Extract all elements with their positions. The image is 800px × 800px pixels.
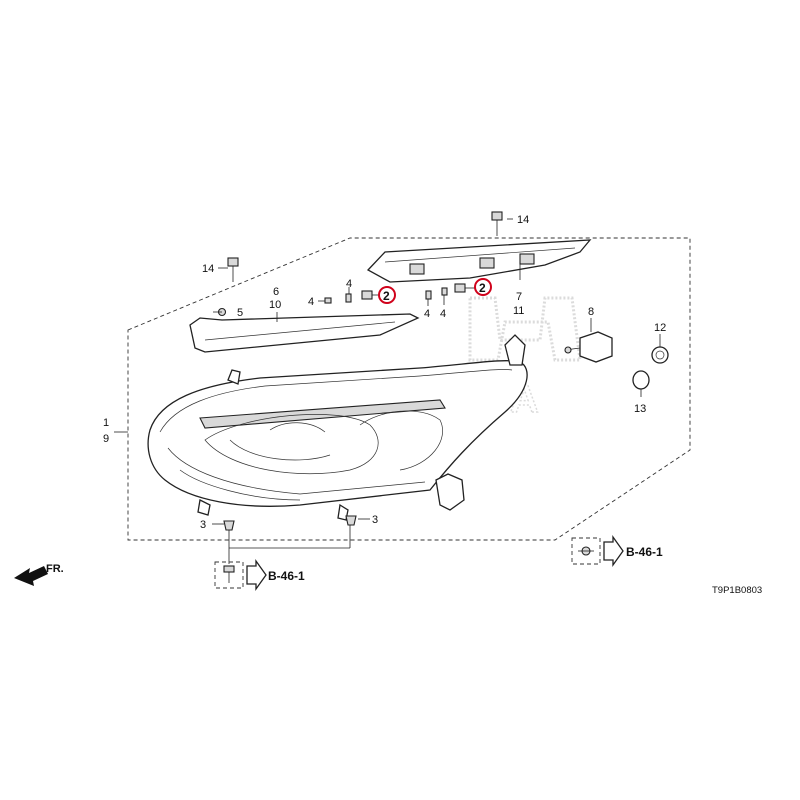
headlight-housing xyxy=(147,334,528,521)
clip-3a xyxy=(223,520,235,531)
callout-3-b: 3 xyxy=(372,514,378,526)
callout-11: 11 xyxy=(513,305,524,317)
clip-4d xyxy=(441,287,448,296)
callout-13: 13 xyxy=(634,403,646,415)
clip-4a xyxy=(324,297,332,304)
bulb-socket xyxy=(651,346,669,364)
reference-left-label[interactable]: B-46-1 xyxy=(268,569,305,583)
bolt-14-right xyxy=(491,211,503,236)
callout-4-a: 4 xyxy=(308,296,314,308)
leveling-actuator xyxy=(564,331,613,363)
callout-4-d: 4 xyxy=(440,308,446,320)
highlight-circle xyxy=(378,286,396,304)
callout-2-b: 2 xyxy=(474,278,492,296)
callout-2-a: 2 xyxy=(378,286,396,304)
front-arrow-icon: FR. xyxy=(14,563,64,586)
callout-1: 1 xyxy=(103,417,109,429)
garnish-strip xyxy=(189,313,420,353)
clip-3b xyxy=(345,515,357,526)
callout-9: 9 xyxy=(103,433,109,445)
callout-5: 5 xyxy=(237,307,243,319)
highlight-circle xyxy=(474,278,492,296)
dust-cap xyxy=(632,370,650,390)
callout-6: 6 xyxy=(273,286,279,298)
clip-4b xyxy=(345,293,352,303)
drawing-code: T9P1B0803 xyxy=(712,585,762,596)
callout-14-right: 14 xyxy=(517,214,529,226)
reference-right[interactable]: B-46-1 xyxy=(571,534,663,568)
callout-4-b: 4 xyxy=(346,278,352,290)
svg-text:2: 2 xyxy=(383,289,390,303)
spring-2b xyxy=(454,283,466,293)
callout-3-a: 3 xyxy=(200,519,206,531)
callout-8: 8 xyxy=(588,306,594,318)
callout-7: 7 xyxy=(516,291,522,303)
svg-text:2: 2 xyxy=(479,281,486,295)
bolt-14-left xyxy=(227,257,239,282)
upper-garnish xyxy=(366,239,592,283)
callout-12: 12 xyxy=(654,322,666,334)
spring-2a xyxy=(361,290,373,300)
callout-4-c: 4 xyxy=(424,308,430,320)
callout-14-left: 14 xyxy=(202,263,214,275)
callout-10: 10 xyxy=(269,299,281,311)
assembly-outline xyxy=(127,237,691,541)
front-label: FR. xyxy=(46,563,64,575)
clip-4c xyxy=(425,290,432,300)
reference-left[interactable]: B-46-1 xyxy=(214,558,305,592)
reference-right-label[interactable]: B-46-1 xyxy=(626,545,663,559)
